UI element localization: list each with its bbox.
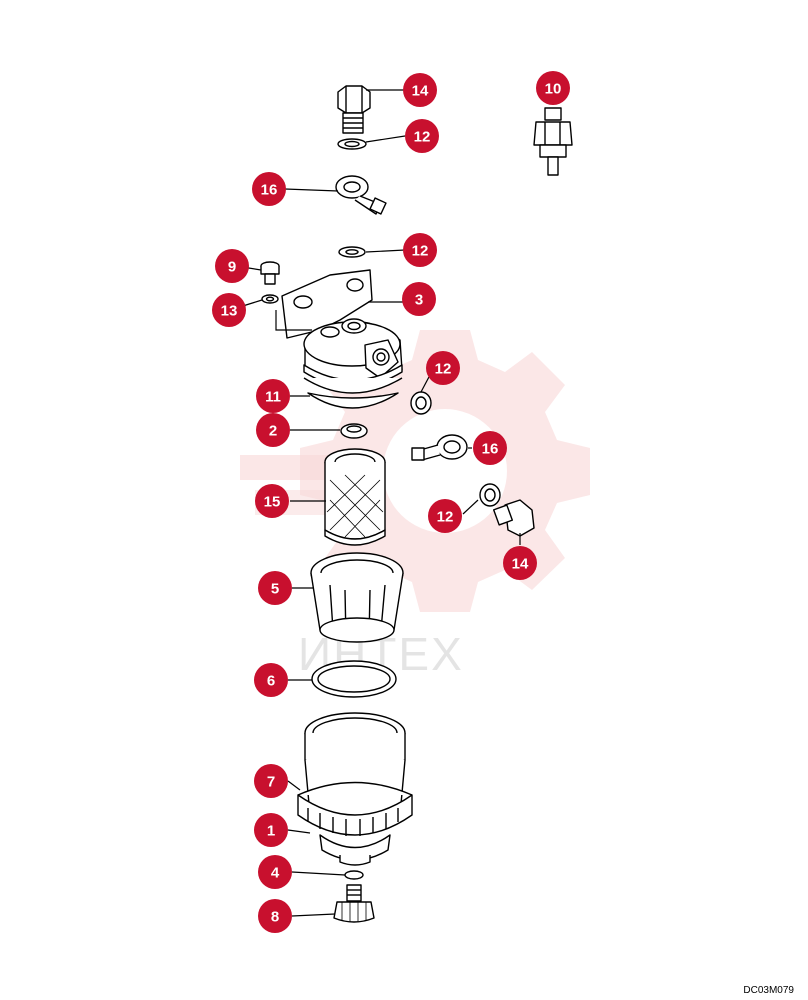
filter-cage (310, 552, 404, 643)
callout-label: 7 (267, 774, 275, 791)
callout-label: 6 (267, 673, 275, 690)
watermark: ИНТЕХ (240, 330, 590, 680)
callout-label: 3 (415, 292, 423, 309)
callout-label: 2 (269, 423, 277, 440)
callout-label: 11 (265, 389, 281, 406)
banjo-fitting-side (411, 434, 468, 461)
callout-label: 10 (545, 81, 562, 98)
callout-9: 9 (215, 249, 249, 283)
callout-label: 12 (412, 243, 429, 260)
callout-label: 1 (267, 823, 275, 840)
callout-8: 8 (258, 899, 292, 933)
callout-1: 1 (254, 813, 288, 847)
callout-2: 2 (256, 413, 290, 447)
banjo-bolt-side (492, 499, 535, 537)
callout-label: 8 (271, 909, 279, 926)
drain-plug (333, 884, 375, 923)
watermark-gear-icon (240, 330, 590, 612)
callout-13: 13 (212, 293, 246, 327)
callout-label: 5 (271, 581, 279, 598)
callout-12-top: 12 (405, 119, 439, 153)
callout-16-top: 16 (252, 172, 286, 206)
callout-7: 7 (254, 764, 288, 798)
banjo-bolt-top (337, 85, 371, 134)
callout-label: 12 (414, 129, 431, 146)
callout-label: 16 (261, 182, 278, 199)
callout-12-side-bottom: 12 (428, 499, 462, 533)
callout-4: 4 (258, 855, 292, 889)
callout-label: 13 (221, 303, 238, 320)
leader-lines (229, 89, 554, 917)
callouts: 14 12 10 16 12 9 3 13 (212, 71, 570, 933)
vent-plug (533, 107, 573, 176)
drain-o-ring (344, 870, 364, 880)
callout-label: 14 (512, 556, 529, 573)
ring-nut (297, 781, 413, 836)
drawing-code: DC03M079 (743, 985, 794, 996)
callout-label: 4 (271, 865, 280, 882)
banjo-fitting-top (335, 175, 387, 215)
callout-label: 12 (437, 509, 454, 526)
callout-5: 5 (258, 571, 292, 605)
callout-label: 15 (264, 494, 281, 511)
parts-drawing (260, 85, 573, 923)
callout-14-top: 14 (403, 73, 437, 107)
callout-12-head: 12 (403, 233, 437, 267)
callout-label: 16 (482, 441, 499, 458)
callout-10: 10 (536, 71, 570, 105)
mount-bolt (260, 261, 280, 285)
callout-14-side: 14 (503, 546, 537, 580)
callout-12-side-top: 12 (426, 351, 460, 385)
callout-15: 15 (255, 484, 289, 518)
filter-element (324, 448, 386, 546)
callout-6: 6 (254, 663, 288, 697)
filter-bowl (304, 712, 406, 866)
filter-head (281, 269, 403, 394)
callout-label: 14 (412, 83, 429, 100)
callout-label: 12 (435, 361, 452, 378)
head-gasket (307, 392, 399, 409)
callout-3: 3 (402, 282, 436, 316)
callout-11: 11 (256, 379, 290, 413)
callout-label: 9 (228, 259, 236, 276)
callout-16-side: 16 (473, 431, 507, 465)
